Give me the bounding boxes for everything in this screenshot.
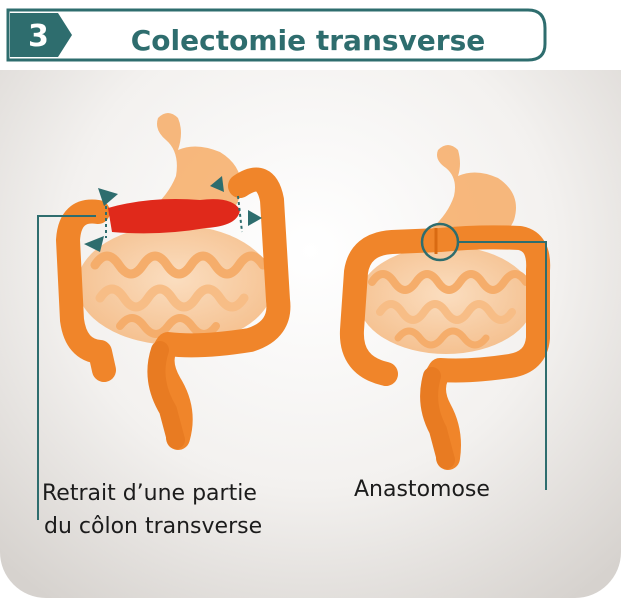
small-intestine-left <box>77 225 273 345</box>
right-caption: Anastomose <box>354 477 490 502</box>
left-caption-line2: du côlon transverse <box>44 514 262 539</box>
page-title: Colectomie transverse <box>131 24 486 57</box>
header: 3 Colectomie transverse <box>8 10 545 60</box>
small-intestine-right <box>358 246 534 354</box>
step-number: 3 <box>28 19 49 54</box>
left-caption-line1: Retrait d’une partie <box>42 481 257 506</box>
